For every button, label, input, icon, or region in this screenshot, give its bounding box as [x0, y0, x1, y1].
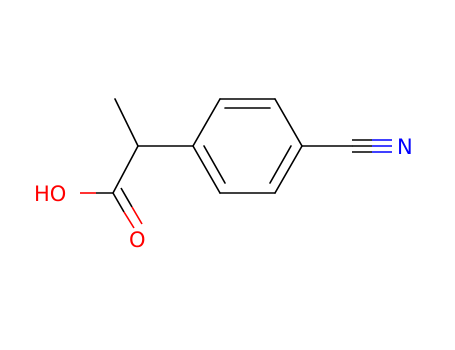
alpha-carboxyl-bond — [112, 145, 139, 194]
carbonyl-bond-carbon-half — [112, 192, 125, 213]
ring-bond — [192, 98, 221, 147]
carbonyl-bond-oxygen-half — [123, 211, 135, 229]
ring-inner-bond — [203, 145, 226, 184]
hydroxyl-label: HO — [34, 182, 66, 206]
ring-bond — [192, 145, 221, 194]
nitrile-nitrogen-label: N — [397, 135, 413, 159]
carbonyl-bond-carbon-half-2 — [120, 187, 133, 208]
ring-bond — [274, 98, 303, 147]
ring-inner-bond — [269, 145, 292, 184]
carbonyl-bond-oxygen-half-2 — [131, 206, 143, 225]
carbonyl-oxygen-label: O — [129, 228, 146, 252]
ring-bond — [274, 145, 303, 194]
methyl-bond — [114, 98, 139, 147]
